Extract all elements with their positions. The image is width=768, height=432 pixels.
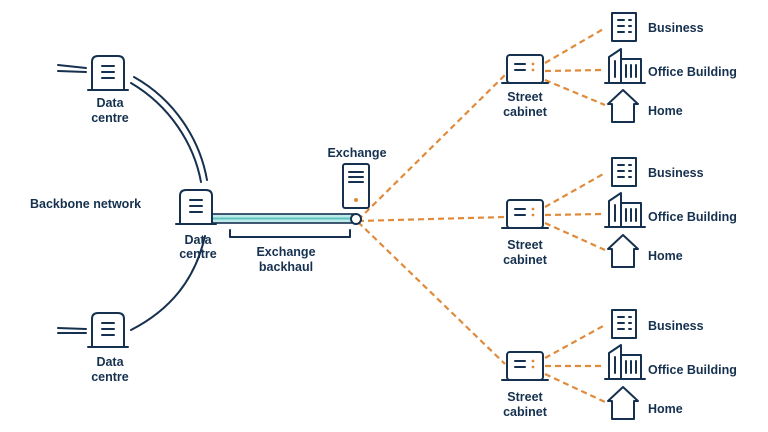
backhaul-label-1: Exchange xyxy=(256,245,315,259)
data-centre-bottom-label-2: centre xyxy=(91,370,129,384)
endpoint-2-office-label: Office Building xyxy=(648,210,737,224)
backbone-arc-bottom xyxy=(130,235,206,331)
street-cabinet-icon xyxy=(501,54,549,84)
business-icon xyxy=(611,12,637,42)
cabinet-3-label-1: Street xyxy=(507,390,543,404)
street-cabinet-3: Street cabinet xyxy=(501,351,549,419)
exchange-backhaul-link xyxy=(210,213,355,238)
endpoint-3-office-label: Office Building xyxy=(648,363,737,377)
endpoint-1-home-label: Home xyxy=(648,104,683,118)
backhaul-bracket xyxy=(229,229,351,238)
data-centre-top-label-2: centre xyxy=(91,111,129,125)
exchange-port xyxy=(350,213,362,225)
business-icon xyxy=(611,309,637,339)
endpoint-2-home-label: Home xyxy=(648,249,683,263)
link-exchange-cabinet-1 xyxy=(357,74,506,221)
home-icon xyxy=(607,386,639,420)
cabinet-3-label-2: cabinet xyxy=(503,405,548,419)
server-icon xyxy=(175,189,217,225)
office-building-icon xyxy=(604,344,646,380)
link-exchange-cabinet-2 xyxy=(357,215,506,223)
endpoint-3-business-label: Business xyxy=(648,319,704,333)
backbone-link-top-inner xyxy=(57,70,87,73)
server-icon xyxy=(87,55,129,91)
exchange-server-icon xyxy=(342,163,370,209)
data-centre-middle: Data centre xyxy=(175,189,217,261)
backbone-link-bottom xyxy=(57,327,87,330)
link-c3-business xyxy=(544,324,606,359)
backbone-link-top xyxy=(57,64,87,69)
endpoint-group-1: Business Office Building Home xyxy=(604,12,737,123)
street-cabinet-icon xyxy=(501,199,549,229)
home-icon xyxy=(607,89,639,123)
data-centre-bottom: Data centre xyxy=(87,312,129,384)
link-exchange-cabinet-3 xyxy=(357,221,506,365)
cabinet-1-label-2: cabinet xyxy=(503,105,548,119)
home-icon xyxy=(607,234,639,268)
exchange-label: Exchange xyxy=(327,146,386,160)
endpoint-1-business-label: Business xyxy=(648,21,704,35)
data-centre-bottom-label-1: Data xyxy=(96,355,124,369)
office-building-icon xyxy=(604,48,646,84)
cabinet-endpoint-links xyxy=(544,27,606,403)
office-building-icon xyxy=(604,192,646,228)
data-centre-mid-label-1: Data xyxy=(184,233,212,247)
data-centre-top: Data centre xyxy=(87,55,129,125)
link-c2-office xyxy=(544,212,604,217)
street-cabinet-1: Street cabinet xyxy=(501,54,549,119)
link-c1-home xyxy=(544,78,606,107)
exchange-node: Exchange Exchange backhaul xyxy=(256,146,386,274)
link-c3-home xyxy=(544,373,606,403)
backbone-links xyxy=(57,64,208,334)
endpoint-1-office-label: Office Building xyxy=(648,65,737,79)
backbone-arc-top-outer xyxy=(133,76,208,181)
street-cabinet-2: Street cabinet xyxy=(501,199,549,267)
cabinet-1-label-1: Street xyxy=(507,90,543,104)
backbone-arc-top-inner xyxy=(130,82,202,183)
link-c1-business xyxy=(544,27,606,64)
link-c1-office xyxy=(544,68,604,73)
endpoint-group-3: Business Office Building Home xyxy=(604,309,737,420)
data-centre-mid-label-2: centre xyxy=(179,247,217,261)
endpoint-3-home-label: Home xyxy=(648,402,683,416)
street-cabinet-icon xyxy=(501,351,549,381)
cabinet-2-label-1: Street xyxy=(507,238,543,252)
backbone-network-label: Backbone network xyxy=(30,197,141,211)
cabinet-2-label-2: cabinet xyxy=(503,253,548,267)
link-c2-home xyxy=(544,221,606,252)
exchange-cabinet-links xyxy=(357,74,506,365)
business-icon xyxy=(611,157,637,187)
server-icon xyxy=(87,312,129,348)
backhaul-label-2: backhaul xyxy=(259,260,313,274)
link-c2-business xyxy=(544,172,606,208)
data-centre-top-label-1: Data xyxy=(96,96,124,110)
endpoint-group-2: Business Office Building Home xyxy=(604,157,737,268)
endpoint-2-business-label: Business xyxy=(648,166,704,180)
